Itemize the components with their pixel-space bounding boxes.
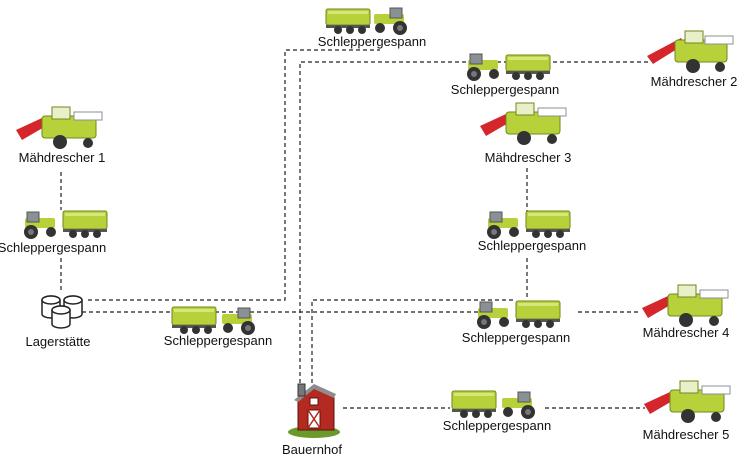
combine-harvester-icon [642,284,729,327]
connector-farm-tractor3 [311,299,515,390]
tractor-trailer-icon [325,7,407,35]
tractor-trailer-icon [451,390,535,419]
connector-storage-top [88,49,380,301]
tractor-label: Schleppergespann [163,333,273,348]
combine-harvester-icon [16,106,103,149]
combine-harvester-icon [480,102,567,145]
combine-harvester-icon [647,30,734,73]
tractor-trailer-icon [171,306,255,335]
combine-label: Mähdrescher 3 [484,150,572,165]
tractor-trailer-icon [467,53,551,81]
combine-harvester-icon [644,380,731,423]
combine-label: Mähdrescher 2 [650,74,738,89]
barn-icon [288,383,340,438]
tractor-label: Schleppergespann [461,330,571,345]
tractor-trailer-icon [24,210,108,239]
tractor-label: Schleppergespann [450,82,560,97]
tractor-trailer-icon [477,300,561,329]
tractor-trailer-icon [487,210,571,239]
farm-label: Bauernhof [282,442,342,457]
tractor-label: Schleppergespann [317,34,427,49]
storage-label: Lagerstätte [25,334,91,349]
tractor-label: Schleppergespann [477,238,587,253]
combine-label: Mähdrescher 5 [642,427,730,442]
tractor-label: Schleppergespann [0,240,107,255]
combine-label: Mähdrescher 1 [18,150,106,165]
tractor-label: Schleppergespann [442,418,552,433]
combine-label: Mähdrescher 4 [642,325,730,340]
silo-storage-icon [41,295,83,329]
